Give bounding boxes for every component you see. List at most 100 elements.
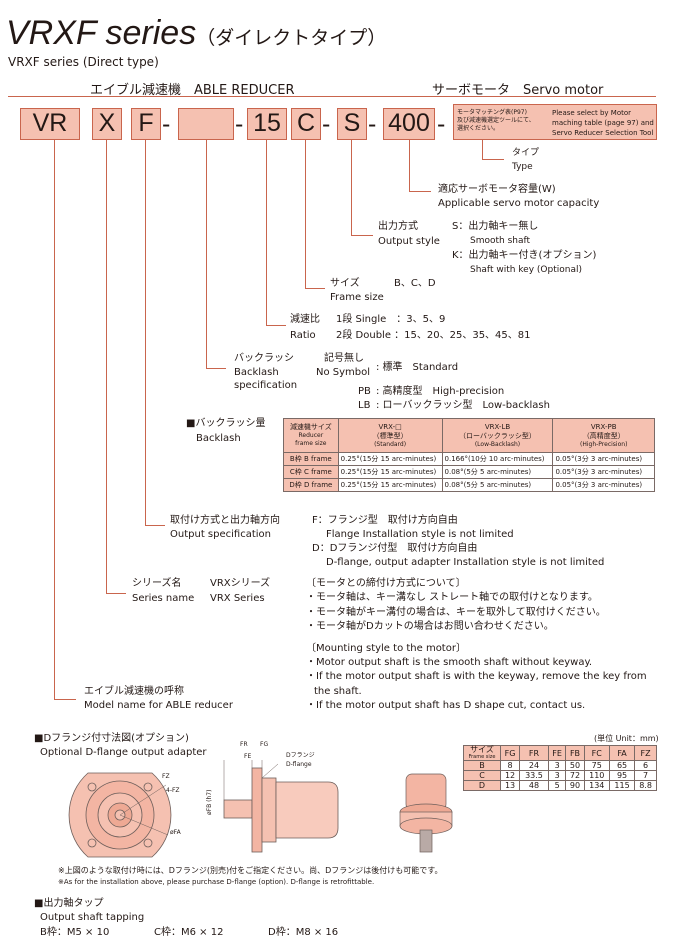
cell-d-pb: 0.05°(3分 3 arc-minutes) [552, 478, 655, 492]
leader-model-h [54, 699, 76, 700]
dflange-note-en: ※As for the installation above, please p… [58, 878, 375, 886]
servo-label: サーボモータ Servo motor [432, 83, 604, 98]
dim-head-fz: FZ [634, 745, 657, 761]
dim-cell: 3 [547, 760, 567, 771]
dim-cell: D [463, 780, 501, 791]
dim-cell: 33.5 [519, 770, 549, 781]
cell-frame-c: C枠 C frame [283, 465, 339, 479]
dflange-note-jp: ※上図のような取付け時には、Dフランジ(別売)付をご指定ください。尚、Dフランジ… [58, 866, 443, 875]
dim-cell: 72 [565, 770, 585, 781]
backlash-table-head-pb: VRX-PB （高精度型） (High-Precision) [552, 418, 655, 453]
backlash-table: 減速機サイズ Reducer frame size VRX-□ （標準型） (S… [283, 418, 655, 492]
leader-backlash-h [206, 368, 226, 369]
dim-head-fc: FC [583, 745, 610, 761]
leader-series-h [106, 593, 126, 594]
backlash-table-head-frame: 減速機サイズ Reducer frame size [283, 418, 339, 453]
head-pb-l2: （高精度型） [582, 431, 625, 440]
leader-frame [305, 140, 306, 289]
head-frame-l3: frame size [295, 440, 327, 447]
dim-cell: B [463, 760, 501, 771]
code-box-backlash [178, 108, 234, 140]
leader-ratio-h [266, 325, 286, 326]
code-note-en: Please select by Motor maching table (pa… [552, 109, 654, 137]
tapping-title-en: Output shaft tapping [40, 912, 145, 923]
backlash-pb-code: PB [358, 386, 371, 397]
mounting-jp-2: ・モータ軸がキー溝付の場合は、キーを取外して取付けください。 [306, 606, 606, 618]
mounting-en-2: ・If the motor output shaft is with the k… [306, 671, 647, 683]
cell-b-pb: 0.05°(3分 3 arc-minutes) [552, 452, 655, 466]
dim-head-size-jp: サイズ [470, 745, 494, 754]
head-lb-l3: (Low-Backlash) [474, 440, 521, 448]
mounting-en-3: ・If the motor output shaft has D shape c… [306, 700, 586, 712]
output-style-en: Output style [378, 236, 440, 247]
label-4fz: 4-FZ [166, 787, 180, 794]
dim-cell: 7 [634, 770, 657, 781]
type-jp: タイプ [512, 148, 540, 158]
dflange-front-view [68, 772, 172, 858]
dim-cell: 12 [499, 770, 521, 781]
backlash-en1: Backlash [234, 367, 279, 378]
cell-c-pb: 0.05°(3分 3 arc-minutes) [552, 465, 655, 479]
backlash-table-head-std: VRX-□ （標準型） (Standard) [337, 418, 443, 453]
frame-en: Frame size [330, 292, 384, 303]
dim-cell: 8 [499, 760, 521, 771]
dim-cell: 50 [565, 760, 585, 771]
backlash-table-label-en: Backlash [196, 433, 241, 444]
table-row: D 13 48 5 90 134 115 8.8 [463, 780, 657, 791]
model-name-en: Model name for ABLE reducer [84, 700, 233, 711]
cell-c-std: 0.25°(15分 15 arc-minutes) [337, 465, 443, 479]
label-fr: FR [240, 741, 248, 748]
code-dash-5: - [437, 110, 446, 138]
reducer-label: エイブル減速機 ABLE REDUCER [90, 83, 295, 98]
output-spec-d-jp: D：Dフランジ付型 取付け方向自由 [312, 543, 478, 554]
output-spec-en: Output specification [170, 529, 271, 540]
dim-head-fa: FA [608, 745, 636, 761]
backlash-table-head-lb: VRX-LB （ローバックラッシ型） (Low-Backlash) [441, 418, 554, 453]
label-dflange-jp: Dフランジ [286, 752, 315, 759]
output-style-s-en: Smooth shaft [470, 236, 531, 246]
dim-cell: 110 [583, 770, 610, 781]
mounting-jp-1: ・モータ軸は、キー溝なし ストレート軸での取付けとなります。 [306, 592, 598, 604]
mounting-head-en: 〔Mounting style to the motor〕 [306, 642, 466, 654]
cell-d-lb: 0.08°(5分 5 arc-minutes) [441, 478, 554, 492]
dim-cell: 134 [583, 780, 610, 791]
ratio-jp: 減速比 [290, 314, 320, 325]
tapping-c: C枠：M6 × 12 [154, 927, 224, 938]
dim-head-fg: FG [499, 745, 521, 761]
backlash-en2: specification [234, 380, 298, 391]
dflange-side-view [223, 760, 339, 853]
dflange-3d-view [399, 773, 453, 853]
code-box-frame: C [291, 108, 321, 140]
backlash-pb: : 高精度型 High-precision [376, 386, 505, 397]
cell-c-lb: 0.08°(5分 5 arc-minutes) [441, 465, 554, 479]
leader-output [351, 140, 352, 236]
code-box-ratio: 15 [247, 108, 287, 140]
head-std-l2: （標準型） [372, 431, 408, 440]
output-spec-f-jp: F：フランジ型 取付け方向自由 [312, 515, 458, 526]
cell-frame-b: B枠 B frame [283, 452, 339, 466]
dflange-title-en: Optional D-flange output adapter [40, 747, 207, 758]
backlash-nosym-jp: 記号無し [324, 353, 364, 364]
head-std-l1: VRX-□ [378, 422, 402, 431]
cell-d-std: 0.25°(15分 15 arc-minutes) [337, 478, 443, 492]
ratio-en: Ratio [290, 330, 316, 341]
capacity-en: Applicable servo motor capacity [438, 198, 600, 209]
table-row: C枠 C frame 0.25°(15分 15 arc-minutes) 0.0… [283, 465, 655, 479]
dflange-unit: (単位 Unit：mm) [594, 734, 659, 743]
cell-b-lb: 0.166°(10分 10 arc-minutes) [441, 452, 554, 466]
ratio-single: 1段 Single ：3、5、9 [336, 314, 446, 325]
output-style-jp: 出力方式 [378, 221, 418, 232]
code-box-f: F [131, 108, 161, 140]
output-style-k-en: Shaft with key (Optional) [470, 265, 582, 275]
dim-cell: 48 [519, 780, 549, 791]
mounting-jp-3: ・モータ軸がDカットの場合はお問い合わせください。 [306, 621, 554, 633]
table-row: B 8 24 3 50 75 65 6 [463, 760, 657, 771]
reducer-underline [8, 96, 414, 97]
tapping-d: D枠：M8 × 16 [268, 927, 339, 938]
leader-output-h [351, 235, 373, 236]
model-name-jp: エイブル減速機の呼称 [84, 686, 184, 697]
dim-cell: 8.8 [634, 780, 657, 791]
output-spec-d-en: D-flange, output adapter Installation st… [326, 557, 605, 568]
title-model: VRXF series [6, 14, 197, 52]
dim-cell: 65 [608, 760, 636, 771]
